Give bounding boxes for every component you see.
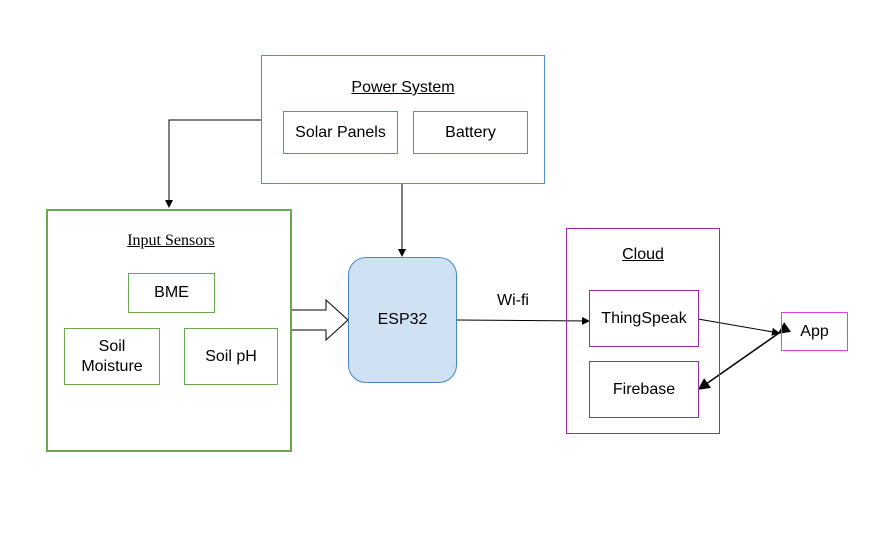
input-sensors-title: Input Sensors xyxy=(127,232,215,249)
input-sensors-group: Input Sensors BME Soil Moisture Soil pH xyxy=(46,209,292,452)
battery-box: Battery xyxy=(413,111,528,154)
cloud-group: Cloud ThingSpeak Firebase xyxy=(566,228,720,434)
soil-moisture-sensor-box: Soil Moisture xyxy=(64,328,160,385)
power-to-sensors-arrow xyxy=(165,119,261,208)
thingspeak-box: ThingSpeak xyxy=(589,290,699,347)
sensors-to-esp32-block-arrow xyxy=(290,298,349,342)
cloud-title: Cloud xyxy=(622,246,664,263)
soil-ph-sensor-box: Soil pH xyxy=(184,328,278,385)
bme-sensor-box: BME xyxy=(128,273,215,313)
esp32-box: ESP32 xyxy=(348,257,457,383)
solar-panels-box: Solar Panels xyxy=(283,111,398,154)
power-system-title: Power System xyxy=(351,79,455,96)
wifi-arrow xyxy=(456,316,590,325)
firebase-box: Firebase xyxy=(589,361,699,418)
app-box: App xyxy=(781,312,848,351)
power-system-group: Power System Solar Panels Battery xyxy=(261,55,545,184)
app-firebase-arrow xyxy=(697,322,792,390)
wifi-label: Wi-fi xyxy=(497,292,529,309)
